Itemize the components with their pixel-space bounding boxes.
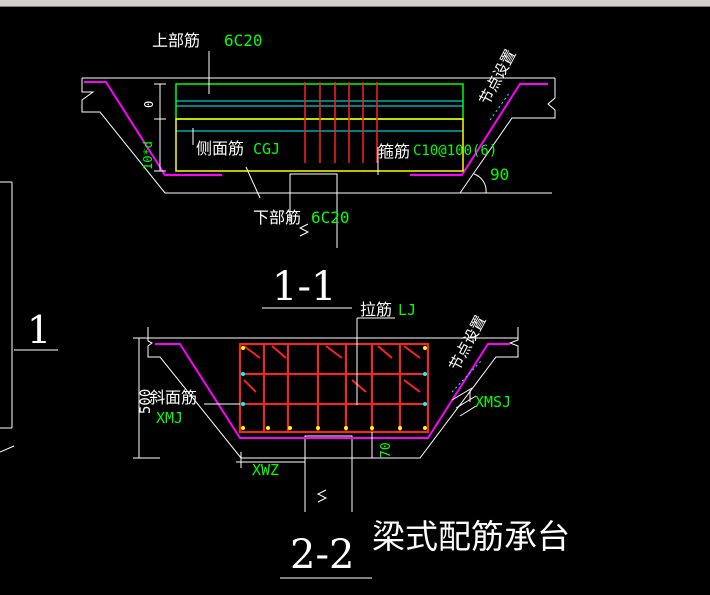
cap2-outline <box>147 327 519 459</box>
rebar-dots-2-2 <box>241 346 427 430</box>
cap-outline-left <box>81 78 538 194</box>
dim2-height-value: 500 <box>138 389 154 414</box>
left-partial-section: 1 <box>0 181 58 453</box>
dim-left-top-value: 0 <box>142 101 156 108</box>
code-slant-bar: XMJ <box>156 409 183 427</box>
code-top-bar: 6C20 <box>224 31 263 50</box>
label-stirrup: 箍筋 <box>378 142 410 161</box>
slant-bar-2-2 <box>155 343 510 439</box>
angle-arc <box>473 173 487 194</box>
label-bottom-bar: 下部筋 <box>253 208 301 227</box>
cap-outline-right <box>459 78 556 194</box>
drawing-caption: 梁式配筋承台 <box>372 517 570 556</box>
left-marker-label: 1 <box>27 308 51 352</box>
section-1-1: 0 10*d 上部筋 6C20 侧面筋 CGJ 箍筋 C10@100(6) 下部… <box>81 31 556 310</box>
code-side-bar: CGJ <box>253 140 280 158</box>
code-tie-bar: LJ <box>398 301 416 319</box>
label-tie-bar: 拉筋 <box>360 300 392 319</box>
section-title-1-1: 1-1 <box>272 264 336 310</box>
code-slant-stirrup: XMSJ <box>475 393 511 411</box>
slant-dots-2-2 <box>451 359 483 393</box>
slant-bar-left <box>84 81 222 176</box>
node-label-2-2: 节点设置 <box>446 312 490 373</box>
label-slant-bar: 斜面筋 <box>149 388 197 407</box>
node-label-1-1: 节点设置 <box>476 46 520 107</box>
pile-top <box>289 173 338 193</box>
stirrups-1-1 <box>304 82 378 163</box>
dim2-bottom-value: 70 <box>379 442 394 458</box>
leader-bottom-bar <box>245 166 261 199</box>
slant-stirrup-dots <box>489 91 511 121</box>
section-title-2-2: 2-2 <box>290 532 354 578</box>
slant-bar-right <box>410 83 548 176</box>
dim-left-side-value: 10*d <box>141 141 155 170</box>
left-break-mark <box>0 445 15 453</box>
angle-label: 90 <box>490 165 509 184</box>
pile2-top <box>304 435 353 458</box>
label-side-bar: 侧面筋 <box>196 139 244 158</box>
pile2-break <box>316 489 328 503</box>
window-top-border <box>0 0 710 7</box>
pile-break-left <box>298 223 310 237</box>
rebar-dots-cyan-2-2 <box>241 372 427 406</box>
code-stirrup: C10@100(6) <box>413 143 497 159</box>
code-xwz: XWZ <box>252 461 279 479</box>
code-bottom-bar: 6C20 <box>311 208 350 227</box>
label-top-bar: 上部筋 <box>152 31 200 50</box>
stirrups-2-2 <box>239 343 429 433</box>
slant-stirrup-ticks <box>451 387 477 417</box>
